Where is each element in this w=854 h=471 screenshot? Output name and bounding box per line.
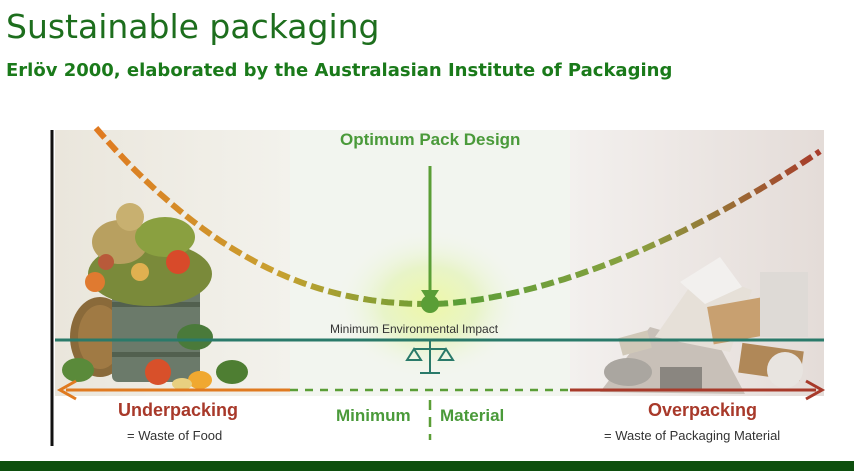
material-label: Material xyxy=(440,406,505,425)
underpacking-arrowhead xyxy=(56,379,77,401)
balance-scale-icon xyxy=(405,341,455,374)
overpacking-note: = Waste of Packaging Material xyxy=(604,428,781,443)
packaging-diagram xyxy=(50,126,826,446)
underpacking-label: Underpacking xyxy=(118,400,239,420)
food-waste-image xyxy=(62,203,248,390)
packaging-waste-image xyxy=(600,257,808,394)
overpacking-arrowhead xyxy=(805,379,826,401)
optimum-pack-design-label: Optimum Pack Design xyxy=(340,130,521,149)
underpacking-note: = Waste of Food xyxy=(127,428,223,443)
impact-curve xyxy=(93,126,822,307)
min-impact-label: Minimum Environmental Impact xyxy=(330,322,499,336)
page-subtitle: Erlöv 2000, elaborated by the Australasi… xyxy=(6,60,673,81)
minimum-label: Minimum xyxy=(336,406,411,425)
overpacking-label: Overpacking xyxy=(648,400,758,420)
footer-bar xyxy=(0,461,854,471)
page-title: Sustainable packaging xyxy=(6,7,380,46)
optimum-point xyxy=(421,295,439,313)
